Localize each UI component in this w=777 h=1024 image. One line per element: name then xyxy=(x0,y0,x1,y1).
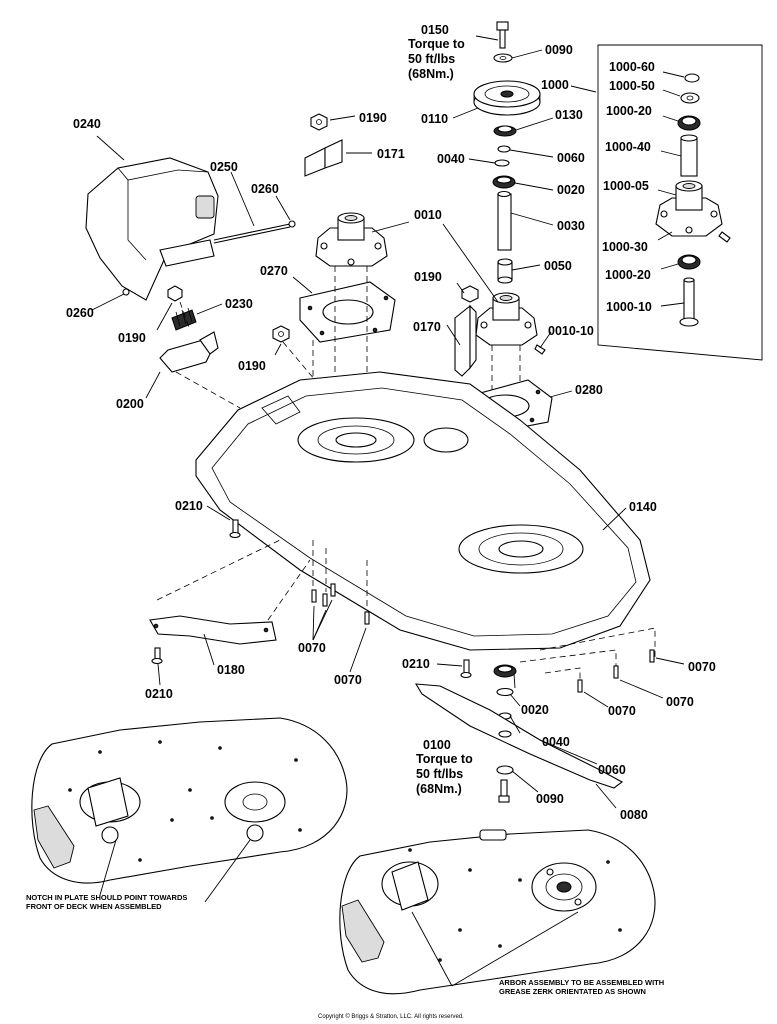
label-0020-top: 0020 xyxy=(557,183,585,197)
mower-deck xyxy=(195,371,651,651)
discharge-chute xyxy=(85,135,296,409)
label-0070-e: 0070 xyxy=(608,704,636,718)
label-0210-b: 0210 xyxy=(145,687,173,701)
label-0230: 0230 xyxy=(225,297,253,311)
label-0040-bot: 0040 xyxy=(542,735,570,749)
label-0190-a: 0190 xyxy=(359,111,387,125)
copyright: Copyright © Briggs & Stratton, LLC. All … xyxy=(318,1014,464,1020)
label-0050: 0050 xyxy=(544,259,572,273)
blade-stack xyxy=(414,664,624,809)
arbor-note-line1: ARBOR ASSEMBLY TO BE ASSEMBLED WITH xyxy=(499,978,665,987)
label-0210-c: 0210 xyxy=(402,657,430,671)
label-0110: 0110 xyxy=(421,112,449,126)
label-0040-top: 0040 xyxy=(437,152,465,166)
label-0130: 0130 xyxy=(555,108,583,122)
label-0070-a: 0070 xyxy=(298,641,326,655)
label-0190-d: 0190 xyxy=(238,359,266,373)
kit-label-1000-10: 1000-10 xyxy=(606,300,652,314)
label-0030: 0030 xyxy=(557,219,585,233)
kit-label-1000-50: 1000-50 xyxy=(609,79,655,93)
label-0100: 0100 xyxy=(423,738,451,752)
notch-note-line2: FRONT OF DECK WHEN ASSEMBLED xyxy=(26,902,162,911)
label-0090-bot: 0090 xyxy=(536,792,564,806)
notch-note-line1: NOTCH IN PLATE SHOULD POINT TOWARDS xyxy=(26,893,188,902)
label-0240: 0240 xyxy=(73,117,101,131)
torque-top-line3: (68Nm.) xyxy=(408,67,454,81)
label-0070-c: 0070 xyxy=(688,660,716,674)
label-0170: 0170 xyxy=(413,320,441,334)
deck-bolts xyxy=(206,505,685,708)
label-0140: 0140 xyxy=(629,500,657,514)
left-arbor xyxy=(292,212,410,440)
kit-label-1000-20-b: 1000-20 xyxy=(605,268,651,282)
label-0060-top: 0060 xyxy=(557,151,585,165)
torque-note-top: Torque to 50 ft/lbs (68Nm.) xyxy=(408,37,465,82)
label-0200: 0200 xyxy=(116,397,144,411)
notch-note: NOTCH IN PLATE SHOULD POINT TOWARDS FRON… xyxy=(26,893,187,911)
label-0060-bot: 0060 xyxy=(598,763,626,777)
arbor-kit-inset xyxy=(597,44,763,361)
torque-note-bottom: Torque to 50 ft/lbs (68Nm.) xyxy=(416,752,473,797)
torque-bottom-line3: (68Nm.) xyxy=(416,782,462,796)
kit-label-1000-60: 1000-60 xyxy=(609,60,655,74)
pulley-stack xyxy=(442,21,597,520)
label-0080: 0080 xyxy=(620,808,648,822)
kit-label-1000-40: 1000-40 xyxy=(605,140,651,154)
label-0150: 0150 xyxy=(421,23,449,37)
label-0070-d: 0070 xyxy=(666,695,694,709)
kit-label-1000-30: 1000-30 xyxy=(602,240,648,254)
label-1000: 1000 xyxy=(541,78,569,92)
label-0260-b: 0260 xyxy=(66,306,94,320)
deck-plate-view-left xyxy=(31,717,348,903)
label-0270: 0270 xyxy=(260,264,288,278)
label-0090-top: 0090 xyxy=(545,43,573,57)
arbor-note: ARBOR ASSEMBLY TO BE ASSEMBLED WITH GREA… xyxy=(499,978,664,996)
label-0010: 0010 xyxy=(414,208,442,222)
torque-top-line1: Torque to xyxy=(408,37,465,51)
label-0260-a: 0260 xyxy=(251,182,279,196)
label-0020-bot: 0020 xyxy=(521,703,549,717)
label-0190-c: 0190 xyxy=(414,270,442,284)
label-0171: 0171 xyxy=(377,147,405,161)
label-0210-a: 0210 xyxy=(175,499,203,513)
label-0280: 0280 xyxy=(575,383,603,397)
label-0180: 0180 xyxy=(217,663,245,677)
deck-plate-view-right xyxy=(339,829,656,995)
torque-bottom-line2: 50 ft/lbs xyxy=(416,767,464,781)
torque-top-line2: 50 ft/lbs xyxy=(408,52,456,66)
label-0250: 0250 xyxy=(210,160,238,174)
torque-bottom-line1: Torque to xyxy=(416,752,473,766)
kit-label-1000-05: 1000-05 xyxy=(603,179,649,193)
label-0190-b: 0190 xyxy=(118,331,146,345)
arbor-note-line2: GREASE ZERK ORIENTATED AS SHOWN xyxy=(499,987,646,996)
label-0070-b: 0070 xyxy=(334,673,362,687)
baffle xyxy=(149,539,311,686)
kit-label-1000-20-a: 1000-20 xyxy=(606,104,652,118)
label-0010-10: 0010-10 xyxy=(548,324,594,338)
